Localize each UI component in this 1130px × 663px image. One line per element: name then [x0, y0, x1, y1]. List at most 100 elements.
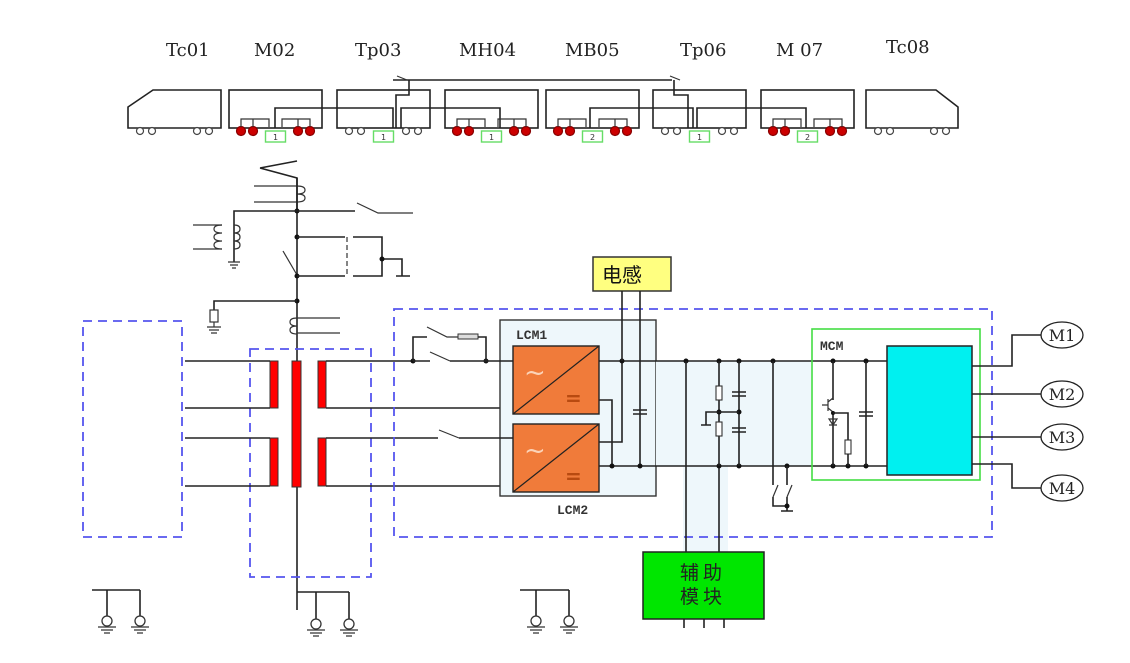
- converter-tag-box: [264, 130, 287, 143]
- ac-symbol-icon: ~: [524, 436, 546, 466]
- earthing-switch-icon: [353, 236, 410, 277]
- transformer-winding-right-1: [317, 360, 327, 409]
- trailer-wheel-icon: [204, 126, 214, 136]
- lcm1-label: LCM1: [516, 328, 547, 343]
- ground-icon: [228, 261, 240, 269]
- motor-bogie-connection: [240, 118, 311, 127]
- lcm2-label: LCM2: [557, 503, 588, 518]
- brake-resistor-icon: [844, 439, 852, 455]
- car-body-tc08: [865, 89, 959, 129]
- brake-chopper-igbt-icon: [822, 397, 834, 413]
- car-label-tc08: Tc08: [886, 37, 930, 58]
- motor-icon: [1040, 474, 1084, 502]
- car-label-m02: M02: [254, 40, 295, 61]
- motor-wheel-icon: [552, 125, 564, 137]
- motor-wheel-icon: [508, 125, 520, 137]
- transformer-primary-winding: [291, 360, 302, 488]
- converter-tag-label: 1: [273, 133, 278, 142]
- inverter-box: [886, 345, 973, 476]
- axle-ground-icon: [560, 615, 578, 634]
- motor-m4: M4: [1040, 474, 1084, 502]
- ground-group-right: [520, 589, 578, 634]
- transformer-winding-left-1: [269, 360, 279, 409]
- surge-arrester-icon: [209, 309, 219, 323]
- main-transformer: [82, 320, 513, 578]
- motor-wheel-icon: [824, 125, 836, 137]
- aux-module-label-line1: 辅助: [680, 562, 726, 584]
- motor-bogie-connection: [772, 118, 843, 127]
- motor-wheel-icon: [767, 125, 779, 137]
- axle-ground-icon: [307, 618, 325, 637]
- trailer-wheel-icon: [356, 126, 366, 136]
- car-label-tc01: Tc01: [166, 40, 210, 61]
- current-transformer-icon: [296, 185, 306, 203]
- pantograph-tp03-icon: [396, 75, 408, 81]
- motor-label: M3: [1049, 428, 1076, 447]
- car-body-tp03: [336, 89, 431, 129]
- car-body-mh04: [444, 89, 539, 129]
- car-label-m07: M 07: [776, 40, 823, 61]
- motor-wheel-icon: [609, 125, 621, 137]
- trailer-wheel-icon: [929, 126, 939, 136]
- converter-tag-box: [796, 130, 819, 143]
- converter-tag-label: 2: [805, 133, 810, 142]
- transformer-boundary-box: [249, 348, 372, 578]
- capacitor-icon: [859, 411, 873, 417]
- axle-ground-icon: [98, 615, 116, 634]
- trailer-wheel-icon: [672, 126, 682, 136]
- main-breaker-icon: [282, 250, 298, 276]
- axle-ground-icon: [527, 615, 545, 634]
- diode-icon: [827, 418, 839, 427]
- input-contactor-2-icon: [438, 429, 460, 439]
- inductor-label: 电感: [602, 263, 642, 287]
- precharge-contactor-icon: [426, 326, 458, 338]
- traction-converter: LCM1 ~ = ~ = LCM2 电感: [393, 256, 1084, 628]
- hv-section: [193, 160, 413, 610]
- car-label-tp06: Tp06: [680, 40, 726, 61]
- motor-m2: M2: [1040, 380, 1084, 408]
- car-body-tp06: [652, 89, 747, 129]
- trailer-wheel-icon: [660, 126, 670, 136]
- left-boundary-box: [82, 320, 183, 538]
- motor-bogie-connection: [456, 118, 527, 127]
- transformer-winding-left-2: [269, 437, 279, 487]
- motor-bogie-connection: [557, 118, 628, 127]
- converter-tag-label: 1: [381, 133, 386, 142]
- car-label-mh04: MH04: [459, 40, 516, 61]
- car-label-tp03: Tp03: [355, 40, 401, 61]
- train-consist: Tc01 M02 Tp03 MH04 MB05 Tp06 M 07 Tc08 1…: [127, 37, 959, 143]
- motor-label: M2: [1049, 385, 1076, 404]
- motor-icon: [1040, 423, 1084, 451]
- motor-wheel-icon: [247, 125, 259, 137]
- capacitor-icon: [732, 391, 746, 397]
- motor-wheel-icon: [520, 125, 532, 137]
- motor-wheel-icon: [235, 125, 247, 137]
- car-body-m07: [760, 89, 855, 129]
- main-contactor-icon: [429, 351, 451, 362]
- traction-converter-boundary: [393, 308, 993, 538]
- motor-wheel-icon: [451, 125, 463, 137]
- resistor-icon: [715, 421, 723, 437]
- motor-m3: M3: [1040, 423, 1084, 451]
- capacitor-icon: [633, 409, 647, 415]
- converter-tag-label: 1: [489, 133, 494, 142]
- motor-label: M1: [1049, 326, 1076, 345]
- trailer-wheel-icon: [729, 126, 739, 136]
- trailer-wheel-icon: [413, 126, 423, 136]
- trailer-wheel-icon: [401, 126, 411, 136]
- trailer-wheel-icon: [885, 126, 895, 136]
- precharge-resistor-icon: [457, 333, 479, 340]
- converter-tag-label: 1: [697, 133, 702, 142]
- disconnect-switch-icon: [356, 202, 413, 214]
- motor-wheel-icon: [621, 125, 633, 137]
- ground-icon: [207, 322, 221, 334]
- inductor-box: [592, 256, 672, 292]
- dc-symbol-icon: =: [565, 464, 582, 488]
- dc-symbol-icon: =: [565, 386, 582, 410]
- converter-tag-box: [372, 130, 395, 143]
- ac-symbol-icon: ~: [524, 358, 546, 388]
- trailer-wheel-icon: [135, 126, 145, 136]
- mcm-label: MCM: [820, 339, 844, 354]
